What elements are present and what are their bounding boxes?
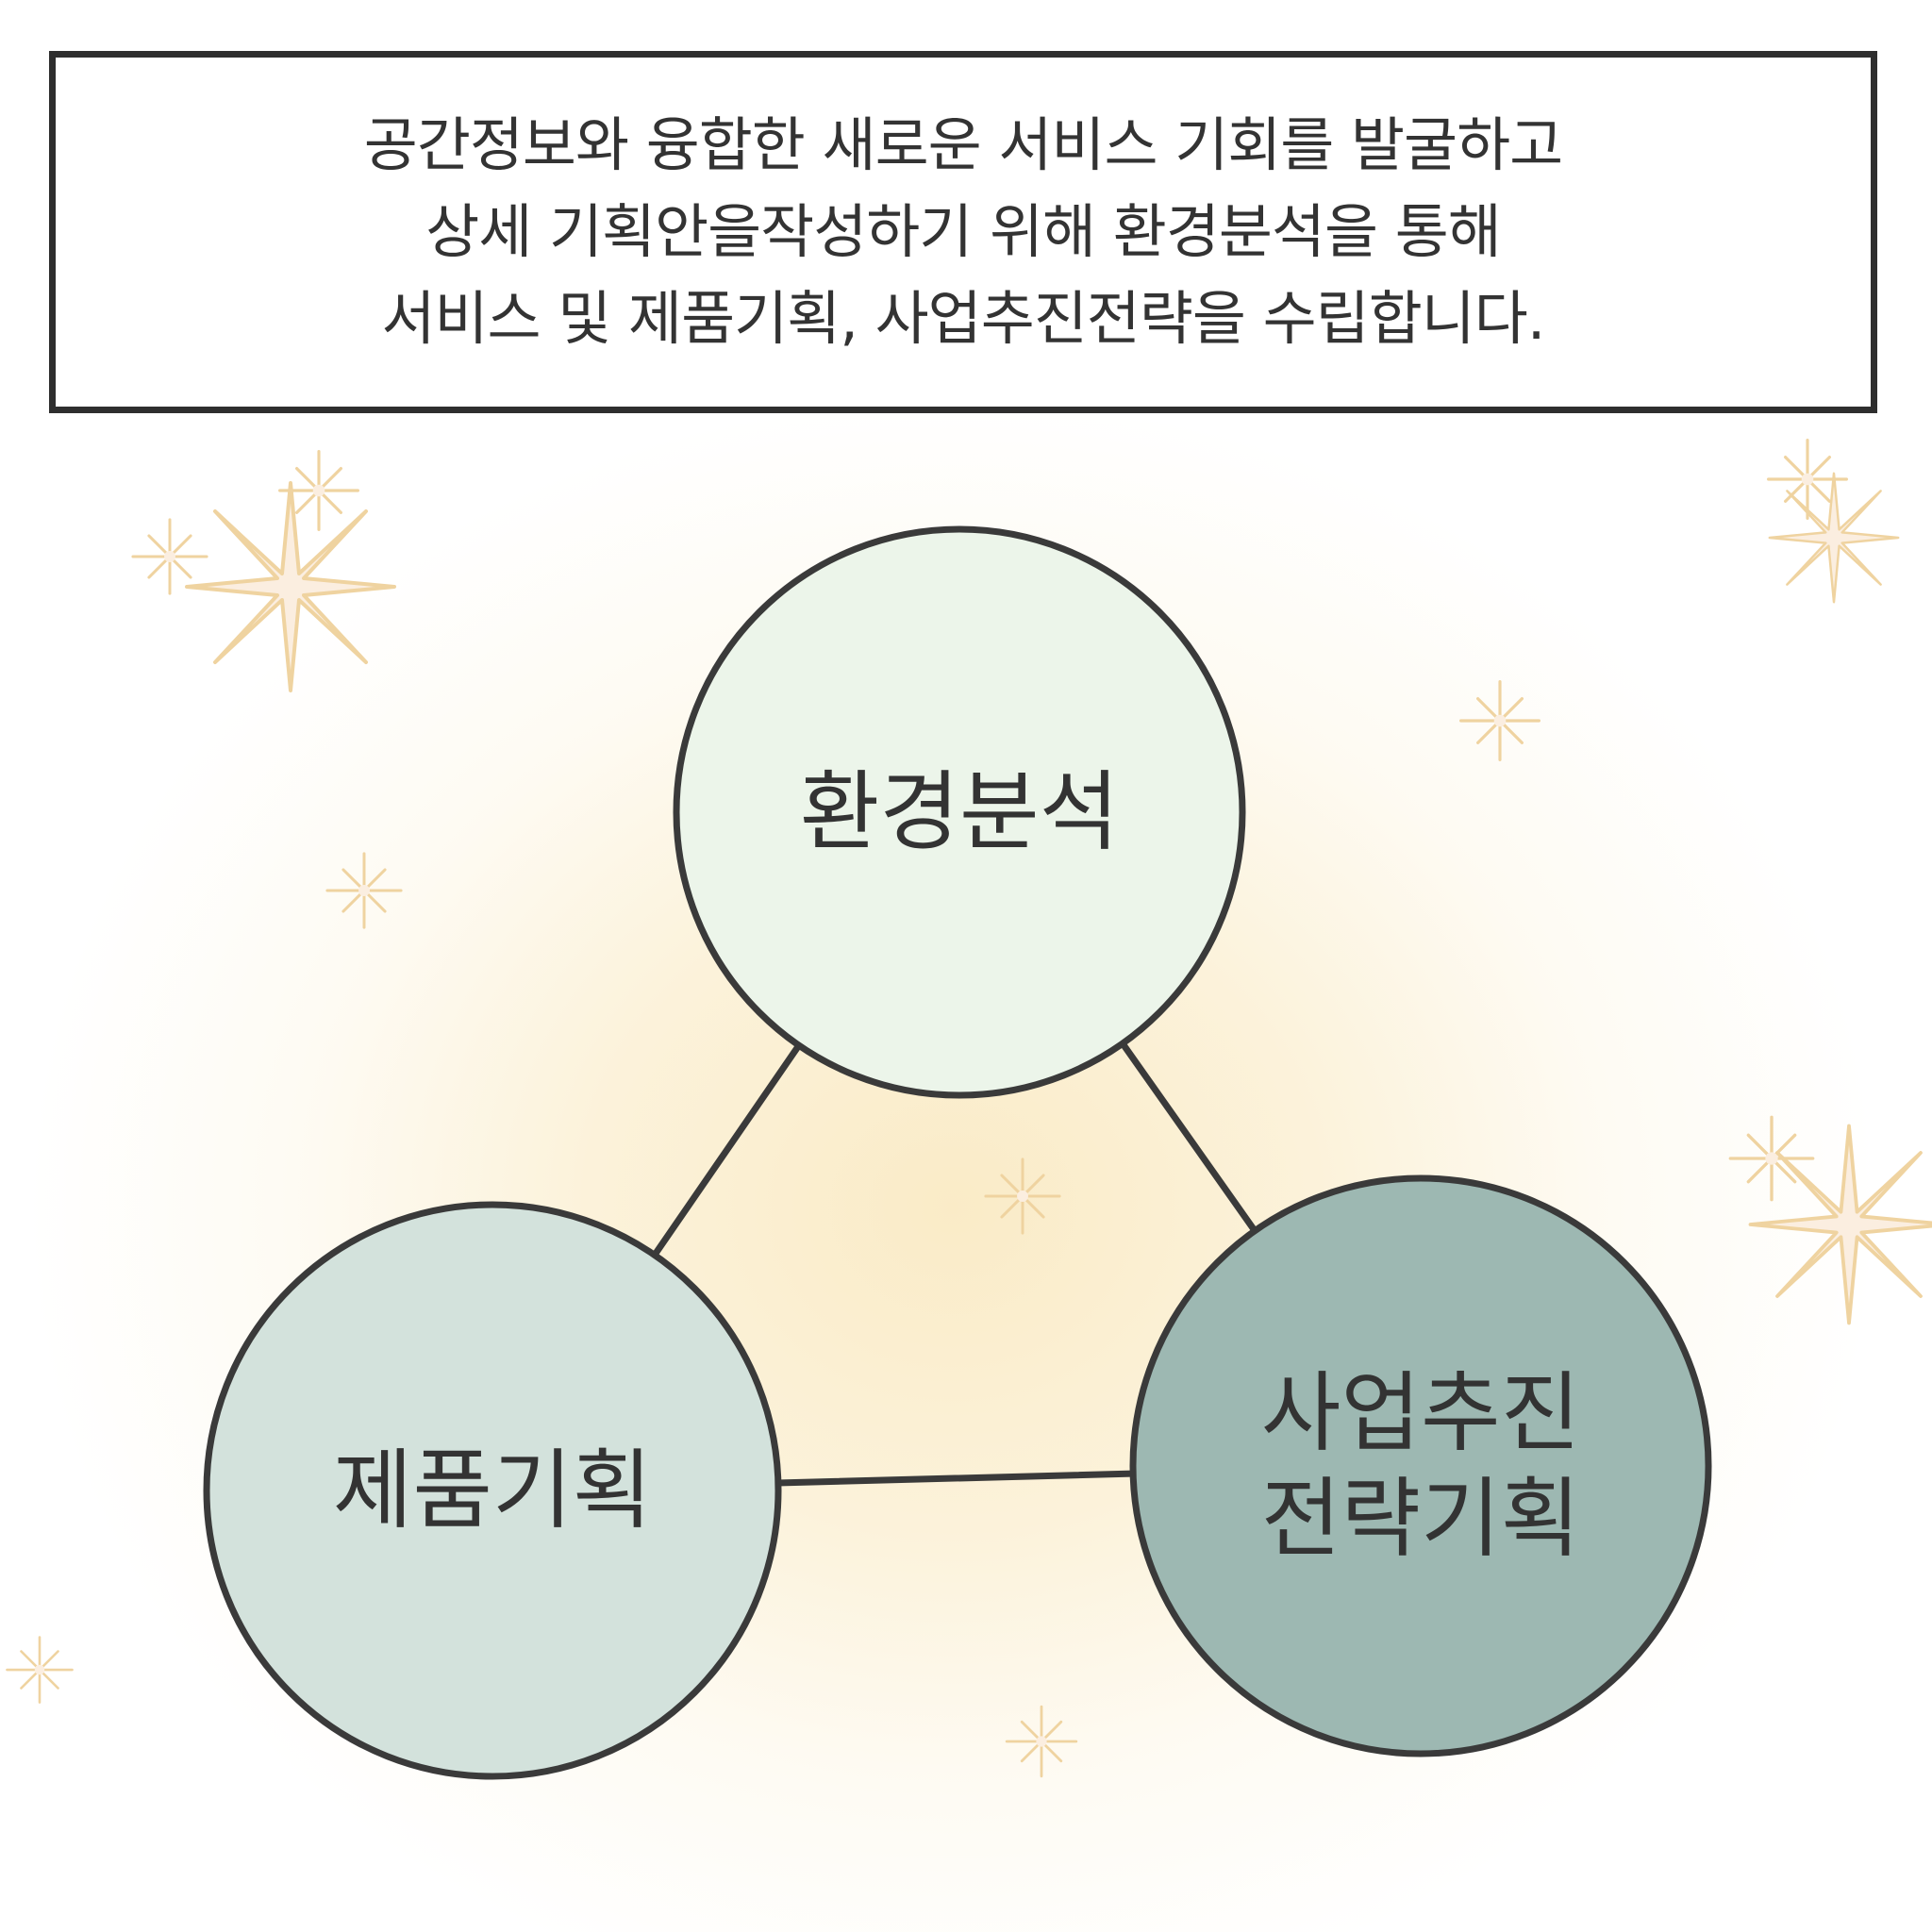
sparkle-icon (1459, 680, 1541, 761)
sparkle-icon (325, 852, 403, 929)
sparkle-icon (984, 1158, 1061, 1235)
node-circle (1129, 1174, 1712, 1757)
node-environment-analysis: 환경분석 (673, 525, 1246, 1099)
caption-box: 공간정보와 융합한 새로운 서비스 기회를 발굴하고 상세 기획안을작성하기 위… (49, 51, 1877, 413)
sparkle-icon (1728, 1115, 1815, 1202)
sparkle-icon (1768, 472, 1900, 604)
caption-line-1: 공간정보와 융합한 새로운 서비스 기회를 발굴하고 (363, 110, 1563, 179)
node-label: 환경분석 (800, 762, 1120, 863)
sparkle-icon (6, 1636, 74, 1704)
node-label: 제품기획 (333, 1441, 653, 1541)
node-product-planning: 제품기획 (203, 1201, 782, 1780)
caption-line-2: 상세 기획안을작성하기 위해 환경분석을 통해 (425, 197, 1502, 266)
node-circle (673, 525, 1246, 1099)
node-label: 사업추진 (1261, 1363, 1581, 1464)
sparkle-icon (1005, 1705, 1078, 1778)
caption-line-3: 서비스 및 제품기획, 사업추진전략을 수립합니다. (381, 284, 1545, 353)
node-circle (203, 1201, 782, 1780)
node-label: 전략기획 (1261, 1469, 1581, 1570)
sparkle-icon (185, 481, 396, 692)
sparkle-icon (1748, 1124, 1932, 1325)
sparkle-icon (131, 518, 208, 595)
